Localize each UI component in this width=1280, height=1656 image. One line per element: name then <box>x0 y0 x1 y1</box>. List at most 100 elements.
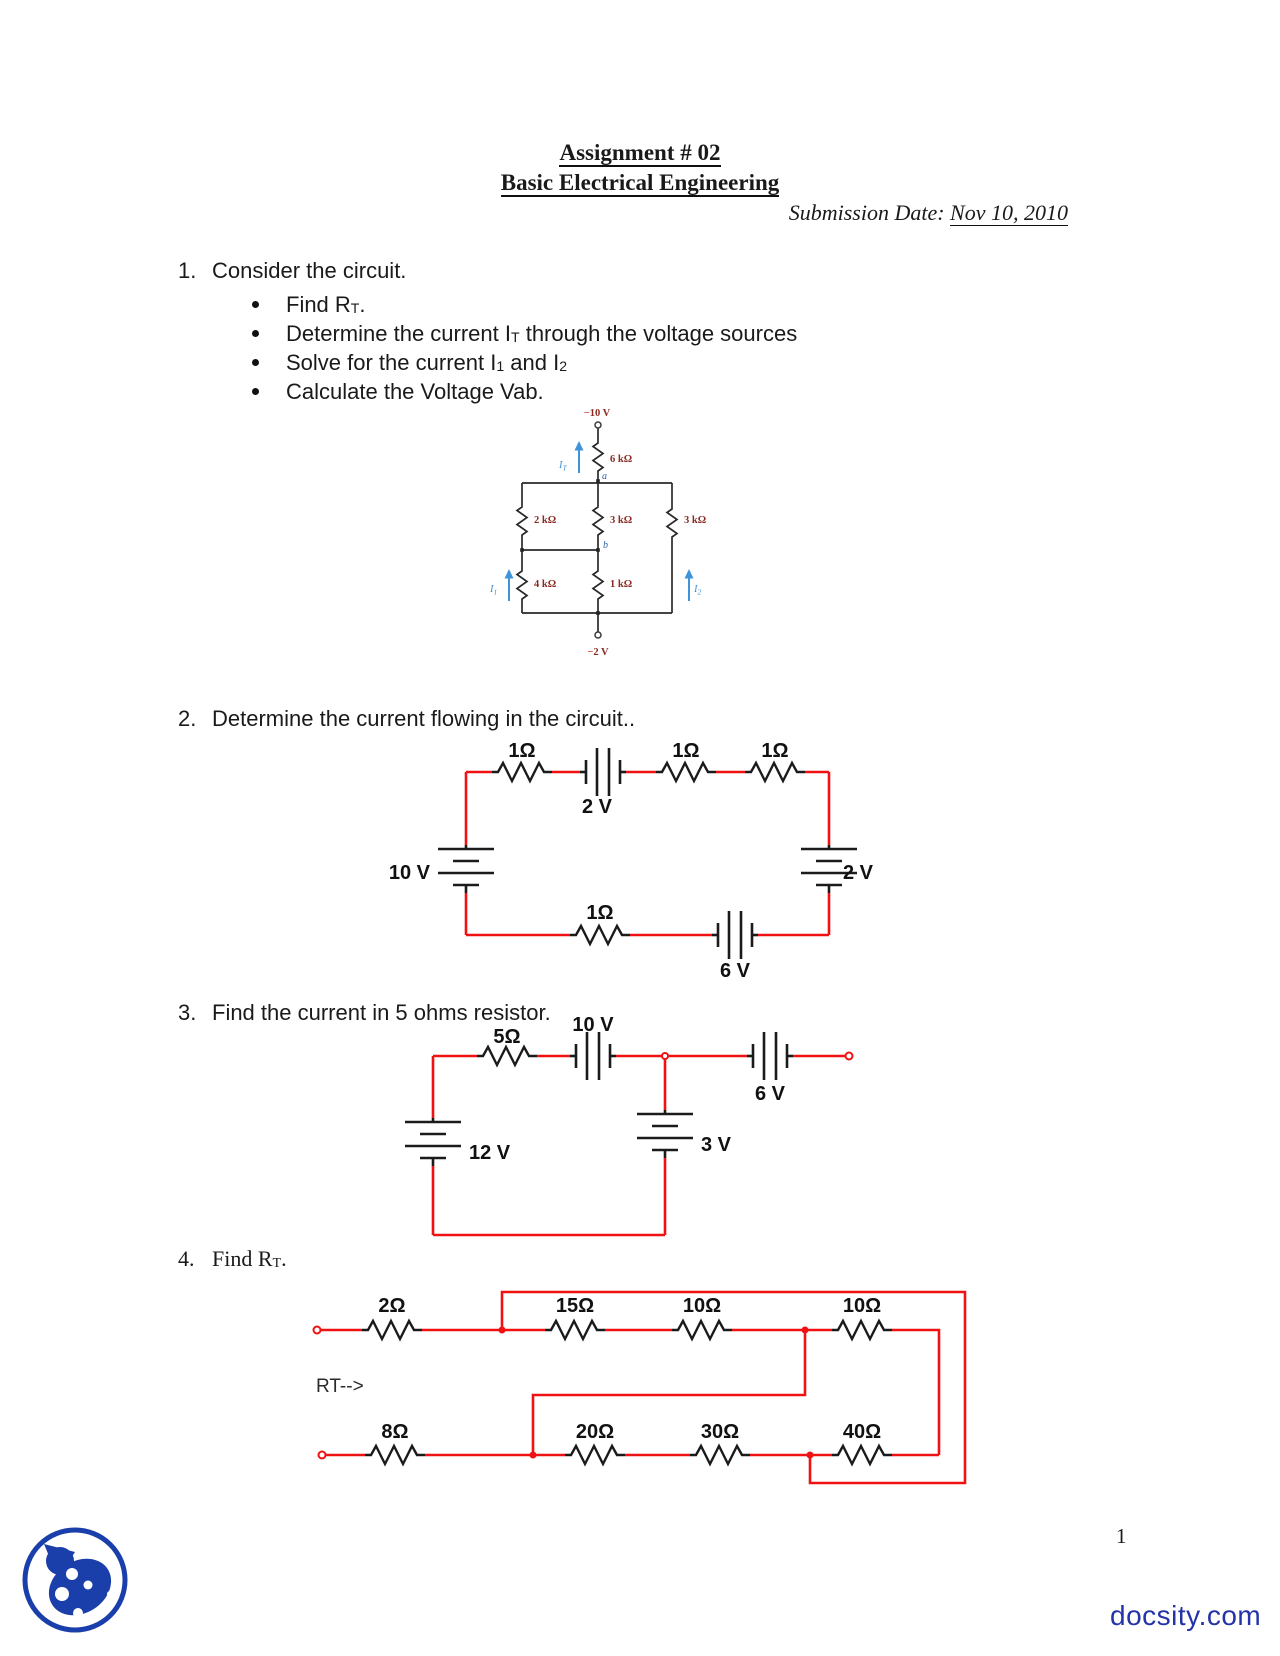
terminal-node-icon <box>312 1325 322 1335</box>
label-40ohm: 40Ω <box>843 1421 881 1443</box>
resistor-1k-icon <box>592 565 604 602</box>
label-r5: 5Ω <box>493 1026 520 1048</box>
page-number: 1 <box>1116 1524 1127 1548</box>
logo-holes-icon <box>55 1568 113 1618</box>
label-current-it: IT <box>558 460 568 473</box>
bullet-voltage-vab: Calculate the Voltage Vab. <box>252 377 797 406</box>
label-r3: 1Ω <box>761 740 788 762</box>
label-r3k-mid: 3 kΩ <box>610 515 632 526</box>
battery-6v-icon <box>745 1030 795 1082</box>
label-v3: 3 V <box>701 1134 732 1156</box>
label-rt-arrow: RT--> <box>316 1376 364 1397</box>
bullet-icon <box>252 330 259 338</box>
bullet-icon <box>252 301 259 309</box>
label-20ohm: 20Ω <box>576 1421 614 1443</box>
resistor-4k-icon <box>516 565 528 602</box>
docsity-logo <box>22 1527 128 1633</box>
resistor-8ohm-icon <box>363 1444 427 1466</box>
terminal-node-icon <box>844 1051 854 1061</box>
label-r1k: 1 kΩ <box>610 579 632 590</box>
arrow-up-icon <box>504 569 514 579</box>
terminal-top-icon <box>594 421 602 429</box>
label-node-a: a <box>602 471 607 482</box>
submission-date: Nov 10, 2010 <box>950 200 1068 226</box>
circuit3-components <box>403 1030 795 1168</box>
label-r2k: 2 kΩ <box>534 515 556 526</box>
label-top-voltage: −10 V <box>584 408 611 419</box>
question-3-number: 3. <box>178 1000 197 1025</box>
label-r6k: 6 kΩ <box>610 454 632 465</box>
label-10ohm-right: 10Ω <box>843 1295 881 1317</box>
label-r3k-right: 3 kΩ <box>684 515 706 526</box>
question-3: 3. Find the current in 5 ohms resistor. <box>178 1000 551 1026</box>
junction-node-icon <box>498 1326 506 1334</box>
resistor-40ohm-icon <box>830 1444 894 1466</box>
current-arrows <box>504 441 694 601</box>
battery-12v-icon <box>403 1116 463 1168</box>
terminal-node-icon <box>317 1450 327 1460</box>
question-2-text: Determine the current flowing in the cir… <box>212 706 636 731</box>
label-8ohm: 8Ω <box>381 1421 408 1443</box>
question-3-text: Find the current in 5 ohms resistor. <box>212 1000 551 1025</box>
resistor-10ohm-icon <box>670 1319 734 1341</box>
label-10ohm: 10Ω <box>683 1295 721 1317</box>
junction-node-icon <box>801 1326 809 1334</box>
label-bottom-voltage: −2 V <box>587 647 609 658</box>
circuit2-diagram: 1Ω 2 V 1Ω 1Ω 10 V 2 V 1Ω 6 V <box>389 740 874 982</box>
label-15ohm: 15Ω <box>556 1295 594 1317</box>
circuit1-diagram: −10 V 6 kΩ IT a 2 kΩ 3 kΩ 3 kΩ b 4 kΩ 1 … <box>489 408 706 658</box>
resistor-1ohm-icon <box>490 761 554 783</box>
label-v6: 6 V <box>720 960 751 982</box>
logo-blob-icon <box>44 1544 112 1616</box>
battery-10v-icon <box>568 1030 618 1082</box>
question-4: 4.Find RT. <box>178 1246 287 1271</box>
label-r2: 1Ω <box>672 740 699 762</box>
resistor-15ohm-icon <box>543 1319 607 1341</box>
bullet-find-rt: Find RT. <box>252 290 797 319</box>
resistor-1ohm-icon <box>743 761 807 783</box>
resistor-2k-icon <box>516 501 528 538</box>
circuit1-nodes <box>520 479 600 615</box>
resistor-3k-mid-icon <box>592 501 604 538</box>
battery-3v-icon <box>635 1108 695 1160</box>
battery-10v-icon <box>436 843 496 895</box>
course-title: Basic Electrical Engineering <box>500 170 780 197</box>
resistor-1ohm-icon <box>654 761 718 783</box>
label-v2-right: 2 V <box>843 862 874 884</box>
circuit3-wires <box>431 1054 846 1237</box>
battery-2v-icon <box>578 746 628 798</box>
label-v6: 6 V <box>755 1083 786 1105</box>
circuit3-diagram: 10 V 5Ω 6 V 3 V 12 V <box>403 1014 854 1237</box>
resistor-3k-right-icon <box>666 503 678 540</box>
question-2-number: 2. <box>178 706 197 731</box>
arrow-up-icon <box>574 441 584 451</box>
circuit4-wires <box>317 1290 967 1485</box>
question-2: 2. Determine the current flowing in the c… <box>178 706 635 732</box>
battery-6v-icon <box>710 909 760 961</box>
circuit2-components <box>436 746 859 961</box>
label-v2-top: 2 V <box>582 796 613 818</box>
resistor-5ohm-icon <box>475 1045 539 1067</box>
label-30ohm: 30Ω <box>701 1421 739 1443</box>
question-1: 1.Consider the circuit. <box>178 258 406 284</box>
bullet-icon <box>252 388 259 396</box>
resistor-10ohm-right-icon <box>830 1319 894 1341</box>
label-v10: 10 V <box>389 862 431 884</box>
label-r4k: 4 kΩ <box>534 579 556 590</box>
arrow-up-icon <box>684 569 694 579</box>
resistor-1ohm-icon <box>568 924 632 946</box>
question-1-text: Consider the circuit. <box>212 258 407 283</box>
question-1-bullets: Find RT. Determine the current IT throug… <box>252 290 797 406</box>
label-r-bottom: 1Ω <box>586 902 613 924</box>
docsity-brand: docsity.com <box>1110 1600 1262 1631</box>
junction-node-icon <box>529 1451 537 1459</box>
junction-node-icon <box>661 1052 669 1060</box>
label-2ohm: 2Ω <box>378 1295 405 1317</box>
label-current-i1: I1 <box>489 584 497 597</box>
label-v12: 12 V <box>469 1142 511 1164</box>
resistor-30ohm-icon <box>688 1444 752 1466</box>
label-current-i2: I2 <box>693 584 702 597</box>
junction-node-icon <box>806 1451 814 1459</box>
resistor-6k-icon <box>592 437 604 474</box>
